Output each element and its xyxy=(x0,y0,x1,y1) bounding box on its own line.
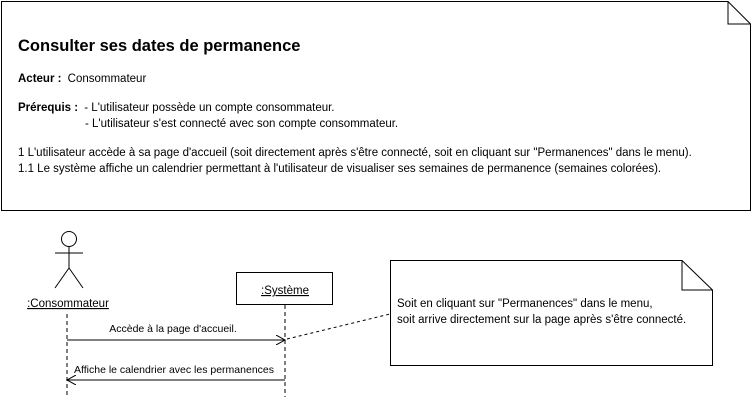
prereq-label: Prérequis : xyxy=(18,102,78,114)
use-case-title: Consulter ses dates de permanence xyxy=(18,37,300,55)
actor-name: :Consommateur xyxy=(27,298,109,310)
prereq-item: - L'utilisateur s'est connecté avec son … xyxy=(85,118,398,130)
comment-note-fold xyxy=(681,260,713,291)
actor-head xyxy=(61,231,77,247)
use-case-note: Consulter ses dates de permanence Acteur… xyxy=(1,1,751,211)
step-line: 1.1 Le système affiche un calendrier per… xyxy=(18,163,661,175)
note-connector xyxy=(286,313,391,340)
actor-right-leg xyxy=(68,267,84,289)
system-box xyxy=(236,272,333,305)
prereq-item: - L'utilisateur possède un compte consom… xyxy=(84,102,334,114)
comment-line: Soit en cliquant sur "Permanences" dans … xyxy=(397,298,653,310)
actor-label: Acteur : xyxy=(18,73,61,85)
actor-value: Consommateur xyxy=(68,73,147,85)
message-label: Accède à la page d'accueil. xyxy=(109,323,237,335)
system-name: :Système xyxy=(261,285,309,297)
step-line: 1 L'utilisateur accède à sa page d'accue… xyxy=(18,147,692,159)
use-case-note-fold xyxy=(727,1,751,25)
comment-note: Soit en cliquant sur "Permanences" dans … xyxy=(390,260,713,366)
prereq-line: Prérequis : - L'utilisateur possède un c… xyxy=(18,102,335,114)
use-case-note-shape xyxy=(1,1,751,211)
actor-line: Acteur : Consommateur xyxy=(18,73,146,85)
comment-note-shape xyxy=(390,260,713,366)
actor-figure xyxy=(54,231,84,289)
actor-left-leg xyxy=(54,267,70,289)
comment-line: soit arrive directement sur la page aprè… xyxy=(397,314,686,326)
return-label: Affiche le calendrier avec les permanenc… xyxy=(74,364,274,376)
